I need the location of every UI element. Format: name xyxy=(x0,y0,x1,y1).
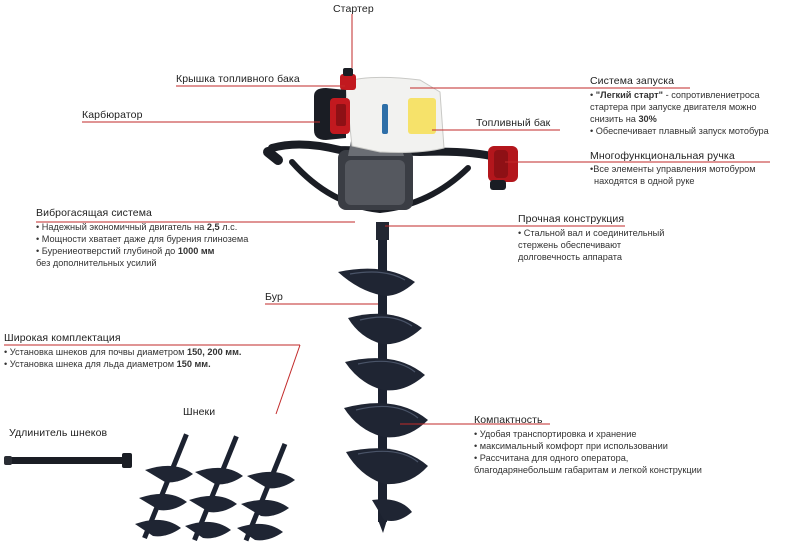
construction-title: Прочная конструкция xyxy=(518,213,625,225)
kit-block: Широкая комплектация • Установка шнеков … xyxy=(4,332,241,370)
fuel-cap-label: Крышка топливного бака xyxy=(176,73,300,85)
starter-label: Стартер xyxy=(333,3,374,15)
launch-system-line-2: стартера при запуске двигателя можно xyxy=(590,102,757,112)
launch-line1-prefix: • xyxy=(590,90,596,100)
kit-line-2: • Установка шнека для льда диаметром 150… xyxy=(4,358,241,370)
compact-line-3: • Рассчитана для одного оператора, xyxy=(474,453,629,463)
drill-label: Бур xyxy=(265,291,283,303)
augers-label: Шнеки xyxy=(183,406,216,418)
compact-line-2: • максимальный комфорт при использовании xyxy=(474,441,668,451)
carburetor-label: Карбюратор xyxy=(82,109,143,121)
vibration-line-4: без дополнительных усилий xyxy=(36,258,157,268)
construction-line-2: стержень обеспечивают xyxy=(518,240,622,250)
vibration-line3-prefix: • Бурениеотверстий глубиной до xyxy=(36,246,178,256)
kit-line1-prefix: • Установка шнеков для почвы диаметром xyxy=(4,347,187,357)
launch-system-line-4: • Обеспечивает плавный запуск мотобура xyxy=(590,126,769,136)
launch-line3-bold: 30% xyxy=(638,114,657,124)
launch-system-block: Система запуска • "Легкий старт" - сопро… xyxy=(590,75,769,137)
launch-line1-bold: "Легкий старт" xyxy=(595,90,664,100)
compact-line-1: • Удобая транспортировка и хранение xyxy=(474,429,637,439)
construction-block: Прочная конструкция • Стальной вал и сое… xyxy=(518,213,664,263)
vibration-line-3: • Бурениеотверстий глубиной до 1000 мм xyxy=(36,245,248,257)
compact-title: Компактность xyxy=(474,414,543,426)
construction-line-3: долговечность аппарата xyxy=(518,252,622,262)
vibration-line1-suffix: л.с. xyxy=(219,222,238,232)
vibration-line1-prefix: • Надежный экономичный двигатель на xyxy=(36,222,207,232)
vibration-line1-bold: 2,5 xyxy=(206,222,220,232)
launch-line3-prefix: снизить на xyxy=(590,114,639,124)
compact-line-4: благодарянебольшм габаритам и легкой кон… xyxy=(474,465,702,475)
handle-line-2: находятся в одной руке xyxy=(594,176,695,186)
construction-line-1: • Стальной вал и соединительный xyxy=(518,228,665,238)
launch-system-title: Система запуска xyxy=(590,75,675,87)
fuel-tank-label: Топливный бак xyxy=(476,117,551,129)
launch-line1-suffix: - сопротивлениетроса xyxy=(663,90,760,100)
drill-auger-illustration xyxy=(338,222,428,533)
extension-label: Удлинитель шнеков xyxy=(9,427,108,439)
compact-block: Компактность • Удобая транспортировка и … xyxy=(474,414,702,476)
launch-system-line-1: • "Легкий старт" - сопротивлениетроса xyxy=(590,89,769,101)
handle-block: Многофункциональная ручка •Все элементы … xyxy=(590,150,756,187)
vibration-line-2: • Мощности хватает даже для бурения глин… xyxy=(36,234,249,244)
kit-line-1: • Установка шнеков для почвы диаметром 1… xyxy=(4,346,241,358)
handle-line-1: •Все элементы управления мотобуром xyxy=(590,164,756,174)
kit-title: Широкая комплектация xyxy=(4,332,121,344)
kit-line2-prefix: • Установка шнека для льда диаметром xyxy=(4,359,177,369)
launch-system-line-3: снизить на 30% xyxy=(590,113,769,125)
kit-line1-bold: 150, 200 мм. xyxy=(186,347,242,357)
kit-line2-bold: 150 мм. xyxy=(176,359,211,369)
extension-rod-illustration xyxy=(4,453,132,468)
callout-lines xyxy=(4,14,770,425)
vibration-title: Виброгасящая система xyxy=(36,207,152,219)
engine-illustration xyxy=(314,68,445,210)
vibration-block: Виброгасящая система • Надежный экономич… xyxy=(36,207,248,269)
handle-title: Многофункциональная ручка xyxy=(590,150,735,162)
small-augers-illustration xyxy=(135,433,295,542)
vibration-line-1: • Надежный экономичный двигатель на 2,5 … xyxy=(36,221,248,233)
vibration-line3-bold: 1000 мм xyxy=(177,246,215,256)
